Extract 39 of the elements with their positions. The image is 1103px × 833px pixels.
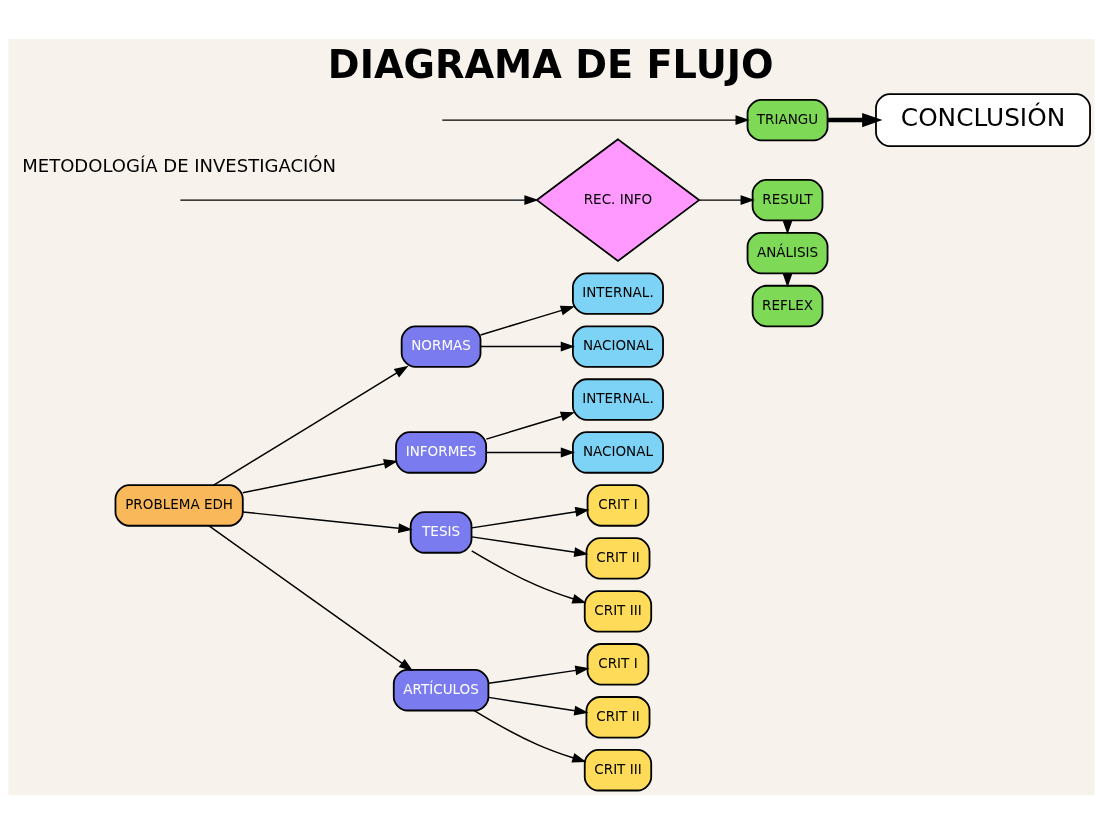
node-box: REFLEX: [751, 284, 824, 327]
arrow: [441, 114, 750, 125]
node-diamond: REC. INFO: [535, 137, 701, 262]
node-box: PROBLEMA EDH: [114, 483, 244, 527]
arrow: [212, 365, 409, 486]
node-box: NACIONAL: [572, 430, 664, 474]
node-box: CONCLUSIÓN: [875, 92, 1091, 147]
arrow: [485, 447, 575, 457]
node-box: INTERNAL.: [572, 377, 664, 421]
node-box: TRIANGU: [746, 98, 829, 141]
arrow: [479, 341, 575, 352]
arrow: [471, 506, 590, 529]
node-box: INFORMES: [395, 430, 488, 474]
node-box: CRIT III: [583, 589, 653, 633]
arrow: [208, 524, 414, 671]
node-box: TESIS: [409, 510, 473, 554]
node-box: NACIONAL: [572, 324, 664, 368]
node-box: CRIT I: [586, 483, 650, 527]
node-box: CRIT III: [583, 748, 653, 791]
node-box: CRIT II: [585, 695, 651, 738]
node-box: CRIT II: [585, 536, 651, 580]
label: METODOLOGÍA DE INVESTIGACIÓN: [22, 154, 337, 176]
arrow: [487, 696, 589, 716]
arrow: [470, 549, 587, 604]
node-box: ARTÍCULOS: [392, 668, 490, 711]
arrow: [698, 194, 755, 205]
arrow: [473, 709, 587, 763]
arrow: [242, 510, 413, 533]
diagram-title: DIAGRAMA DE FLUJO: [327, 41, 774, 87]
arrow: [487, 665, 590, 684]
arrow: [471, 535, 589, 557]
node-box: INTERNAL.: [572, 271, 664, 315]
arrow: [179, 194, 539, 205]
node-box: NORMAS: [400, 324, 482, 368]
arrow: [827, 112, 883, 127]
arrow: [479, 305, 575, 336]
arrow: [242, 458, 398, 493]
node-box: CRIT I: [586, 642, 650, 685]
arrow: [485, 411, 575, 440]
